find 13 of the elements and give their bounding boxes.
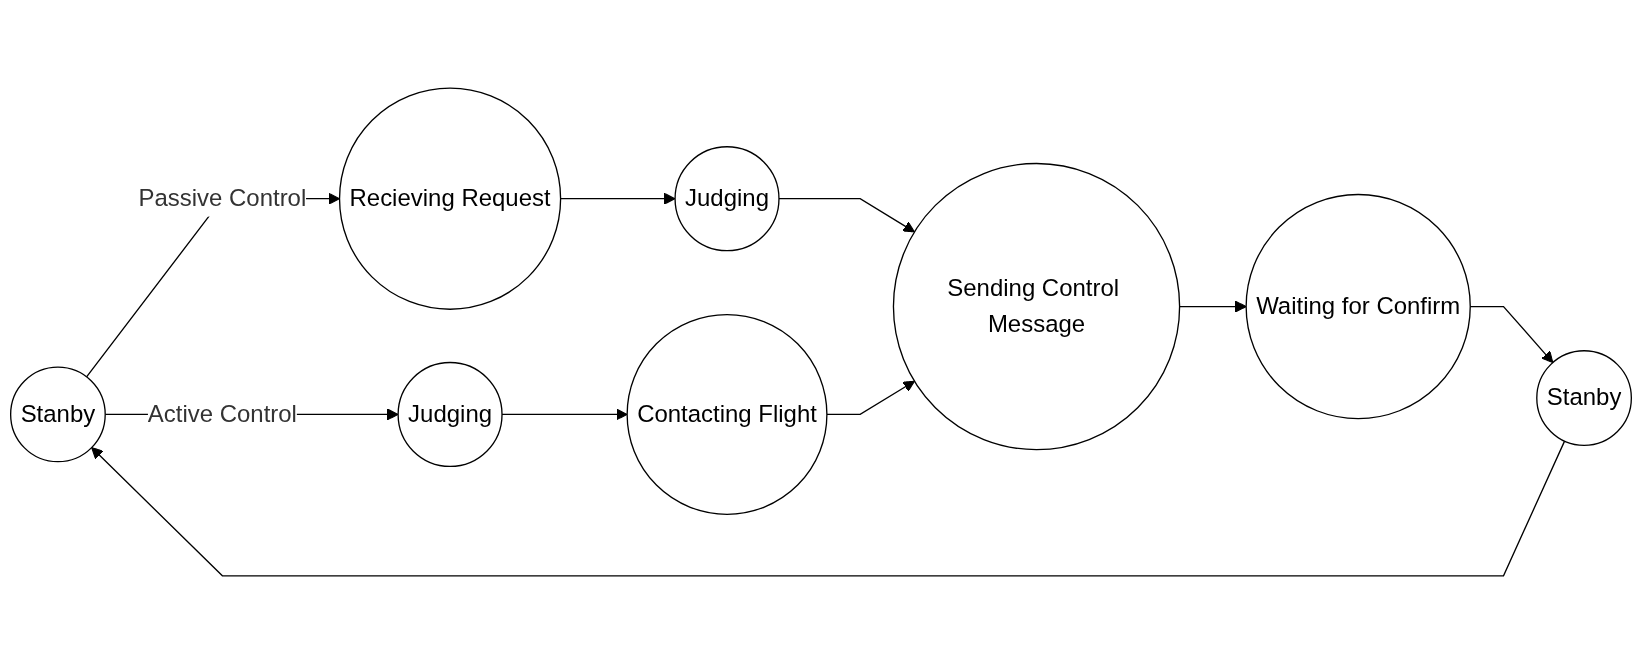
edge-label: Passive Control [138,184,307,212]
node-circle: Judging [674,146,780,252]
arrow [91,440,1566,577]
node-circle: Contacting Flight [626,313,828,515]
arrow [826,380,915,416]
node-circle: Waiting for Confirm [1245,193,1471,420]
node-circle: Stanby [1536,350,1632,446]
node-circle: Recieving Request [338,87,562,310]
edge-label: Active Control [147,400,297,428]
node-circle: Stanby [10,366,106,463]
arrow [778,198,915,233]
node-circle: Sending Control Message [892,162,1181,451]
node-circle: Judging [397,361,503,468]
